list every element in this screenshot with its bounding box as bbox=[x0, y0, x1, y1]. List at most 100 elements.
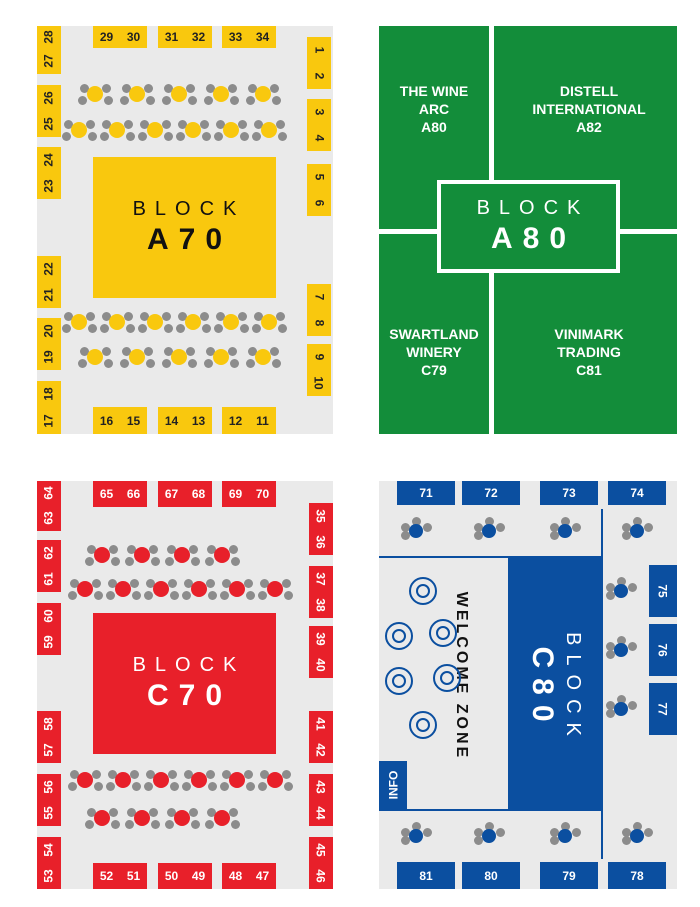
round-table bbox=[267, 581, 283, 597]
block-c70[interactable]: BLOCK C70 bbox=[93, 613, 276, 754]
stand-24[interactable]: 24 bbox=[37, 147, 61, 173]
stand-47[interactable]: 47 bbox=[249, 863, 276, 889]
stand-41[interactable]: 41 bbox=[309, 711, 333, 737]
stand-45[interactable]: 45 bbox=[309, 837, 333, 863]
chair bbox=[126, 544, 136, 554]
stand-66[interactable]: 66 bbox=[120, 481, 147, 507]
stand-76[interactable]: 76 bbox=[649, 624, 677, 676]
stand-57[interactable]: 57 bbox=[37, 737, 61, 763]
stand-72[interactable]: 72 bbox=[462, 481, 520, 505]
stand-81[interactable]: 81 bbox=[397, 862, 455, 889]
stand-34[interactable]: 34 bbox=[249, 26, 276, 48]
stand-74[interactable]: 74 bbox=[608, 481, 666, 505]
stand-9[interactable]: 9 bbox=[307, 344, 331, 370]
stand-5[interactable]: 5 bbox=[307, 164, 331, 190]
stand-1[interactable]: 1 bbox=[307, 37, 331, 63]
exhibitor-swartland-winery[interactable]: SWARTLAND WINERY C79 bbox=[389, 326, 479, 378]
stand-25[interactable]: 25 bbox=[37, 111, 61, 137]
stand-69[interactable]: 69 bbox=[222, 481, 249, 507]
stand-6[interactable]: 6 bbox=[307, 190, 331, 216]
stand-62[interactable]: 62 bbox=[37, 540, 61, 566]
stand-2[interactable]: 2 bbox=[307, 63, 331, 89]
stand-35[interactable]: 35 bbox=[309, 503, 333, 529]
chair bbox=[123, 311, 133, 321]
stand-39[interactable]: 39 bbox=[309, 626, 333, 652]
stand-19[interactable]: 19 bbox=[37, 344, 61, 370]
stand-13[interactable]: 13 bbox=[185, 407, 212, 434]
stand-75[interactable]: 75 bbox=[649, 565, 677, 617]
stand-4[interactable]: 4 bbox=[307, 125, 331, 151]
stand-53[interactable]: 53 bbox=[37, 863, 61, 889]
stand-59[interactable]: 59 bbox=[37, 629, 61, 655]
stand-22[interactable]: 22 bbox=[37, 256, 61, 282]
stand-27[interactable]: 27 bbox=[37, 48, 61, 74]
stand-42[interactable]: 42 bbox=[309, 737, 333, 763]
round-table bbox=[174, 810, 190, 826]
exhibitor-vinimark-trading[interactable]: VINIMARK TRADING C81 bbox=[554, 326, 624, 378]
stand-79[interactable]: 79 bbox=[540, 862, 598, 889]
stand-7[interactable]: 7 bbox=[307, 284, 331, 310]
stand-36[interactable]: 36 bbox=[309, 529, 333, 555]
stand-11[interactable]: 11 bbox=[249, 407, 276, 434]
stand-29[interactable]: 29 bbox=[93, 26, 120, 48]
stand-60[interactable]: 60 bbox=[37, 603, 61, 629]
stand-46[interactable]: 46 bbox=[309, 863, 333, 889]
stand-52[interactable]: 52 bbox=[93, 863, 120, 889]
stand-80[interactable]: 80 bbox=[462, 862, 520, 889]
stand-28[interactable]: 28 bbox=[37, 26, 61, 48]
stand-49[interactable]: 49 bbox=[185, 863, 212, 889]
stand-44[interactable]: 44 bbox=[309, 800, 333, 826]
stand-71[interactable]: 71 bbox=[397, 481, 455, 505]
chair bbox=[86, 807, 96, 817]
exhibitor-distell-international[interactable]: DISTELL INTERNATIONAL A82 bbox=[532, 83, 646, 135]
stand-8[interactable]: 8 bbox=[307, 310, 331, 336]
stand-48[interactable]: 48 bbox=[222, 863, 249, 889]
stand-67[interactable]: 67 bbox=[158, 481, 185, 507]
stand-10[interactable]: 10 bbox=[307, 370, 331, 396]
stand-18[interactable]: 18 bbox=[37, 381, 61, 407]
stand-68[interactable]: 68 bbox=[185, 481, 212, 507]
stand-50[interactable]: 50 bbox=[158, 863, 185, 889]
block-a80[interactable]: BLOCK A80 bbox=[437, 180, 620, 273]
stand-70[interactable]: 70 bbox=[249, 481, 276, 507]
stand-15[interactable]: 15 bbox=[120, 407, 147, 434]
stand-64[interactable]: 64 bbox=[37, 481, 61, 505]
stand-14[interactable]: 14 bbox=[158, 407, 185, 434]
stand-23[interactable]: 23 bbox=[37, 173, 61, 199]
stand-58[interactable]: 58 bbox=[37, 711, 61, 737]
stand-73[interactable]: 73 bbox=[540, 481, 598, 505]
stand-61[interactable]: 61 bbox=[37, 566, 61, 592]
block-c80[interactable]: BLOCK C80 bbox=[508, 558, 601, 809]
stand-65[interactable]: 65 bbox=[93, 481, 120, 507]
stand-77[interactable]: 77 bbox=[649, 683, 677, 735]
stand-43[interactable]: 43 bbox=[309, 774, 333, 800]
stand-26[interactable]: 26 bbox=[37, 85, 61, 111]
stand-3[interactable]: 3 bbox=[307, 99, 331, 125]
stand-17[interactable]: 17 bbox=[37, 407, 61, 434]
stand-16[interactable]: 16 bbox=[93, 407, 120, 434]
info-desk[interactable]: INFO bbox=[379, 761, 407, 809]
stand-37[interactable]: 37 bbox=[309, 566, 333, 592]
chair bbox=[163, 346, 173, 356]
stand-33[interactable]: 33 bbox=[222, 26, 249, 48]
stand-12[interactable]: 12 bbox=[222, 407, 249, 434]
stand-32[interactable]: 32 bbox=[185, 26, 212, 48]
stand-30[interactable]: 30 bbox=[120, 26, 147, 48]
stand-21[interactable]: 21 bbox=[37, 282, 61, 308]
stand-63[interactable]: 63 bbox=[37, 505, 61, 531]
block-a70[interactable]: BLOCK A70 bbox=[93, 157, 276, 298]
stand-78[interactable]: 78 bbox=[608, 862, 666, 889]
stand-40[interactable]: 40 bbox=[309, 652, 333, 678]
stand-54[interactable]: 54 bbox=[37, 837, 61, 863]
exhibitor-the-wine-arc[interactable]: THE WINE ARC A80 bbox=[399, 83, 469, 135]
stand-31[interactable]: 31 bbox=[158, 26, 185, 48]
stand-56[interactable]: 56 bbox=[37, 774, 61, 800]
chair bbox=[166, 807, 176, 817]
stand-38[interactable]: 38 bbox=[309, 592, 333, 618]
stand-55[interactable]: 55 bbox=[37, 800, 61, 826]
chair bbox=[143, 781, 153, 791]
stand-20[interactable]: 20 bbox=[37, 318, 61, 344]
chair bbox=[124, 819, 134, 829]
stand-51[interactable]: 51 bbox=[120, 863, 147, 889]
chair bbox=[206, 544, 216, 554]
